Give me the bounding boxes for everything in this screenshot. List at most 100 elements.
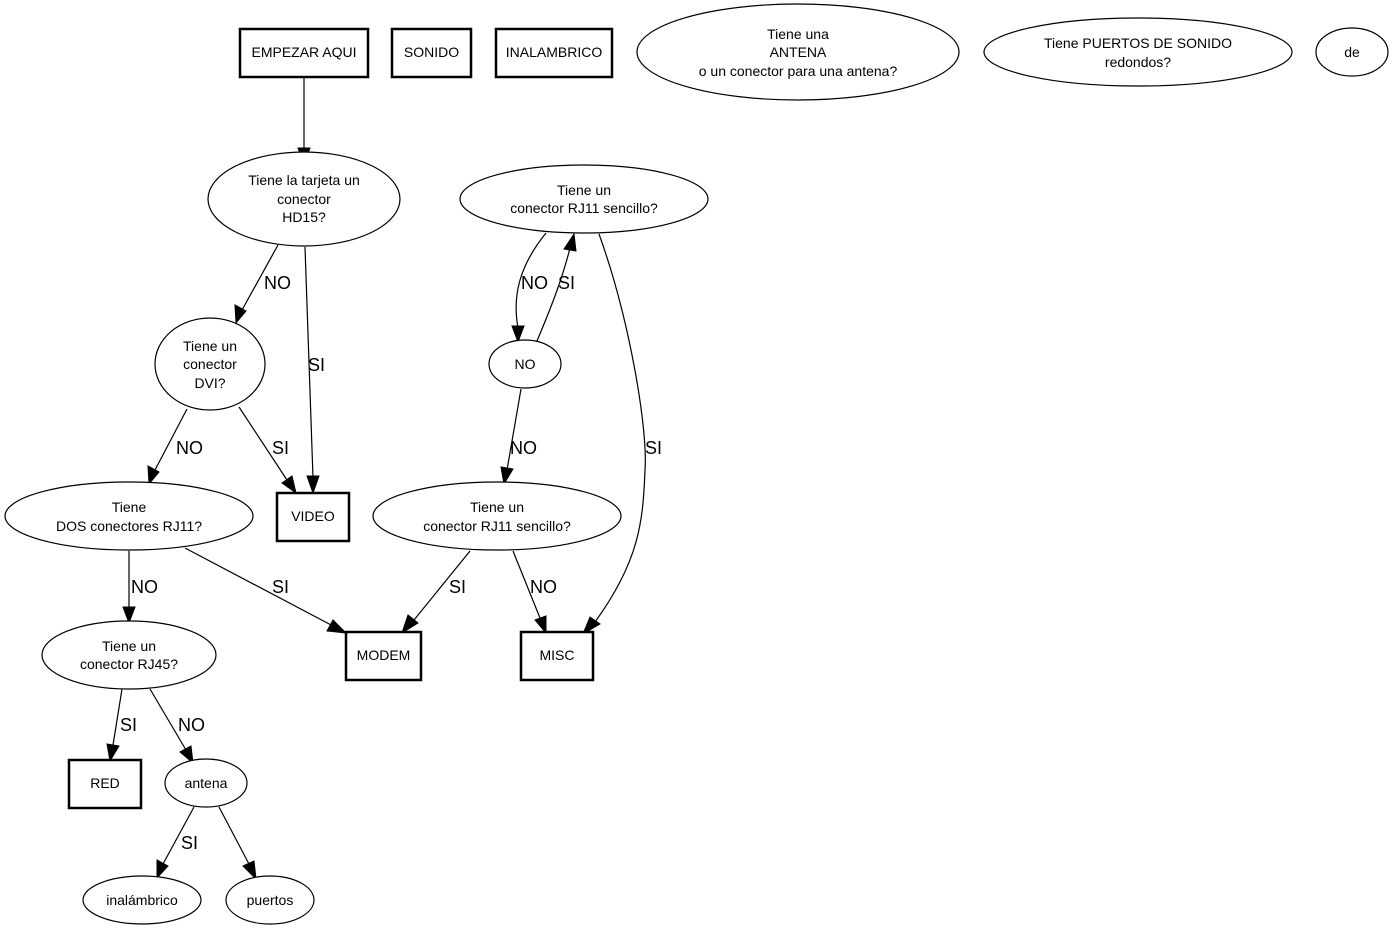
node-sonido[interactable]: SONIDO (390, 27, 473, 79)
node-video[interactable]: VIDEO (275, 491, 351, 543)
node-misc[interactable]: MISC (519, 630, 595, 682)
node-q-puertos[interactable]: Tiene PUERTOS DE SONIDO redondos? (983, 17, 1293, 87)
edge-label-dos-rj11-modem: SI (272, 577, 289, 597)
node-label: ANTENA (770, 44, 827, 60)
edge-antena-to-puertos (218, 806, 250, 865)
node-de[interactable]: de (1315, 27, 1389, 77)
node-q-dos-rj11[interactable]: Tiene DOS conectores RJ11? (4, 481, 254, 551)
arrowhead (563, 232, 577, 252)
edge-label-no-rj11-top: SI (558, 273, 575, 293)
node-label: INALAMBRICO (506, 44, 603, 60)
arrowhead (401, 614, 419, 635)
arrowhead (534, 615, 547, 635)
edge-antena-to-inalambrico (162, 806, 195, 865)
node-label: VIDEO (291, 508, 335, 524)
arrowhead (306, 475, 320, 495)
node-label: puertos (247, 892, 294, 908)
node-start[interactable]: EMPEZAR AQUI (238, 27, 370, 79)
node-label: antena (185, 775, 228, 791)
arrowhead (242, 860, 257, 881)
node-puertos[interactable]: puertos (225, 875, 315, 925)
node-label: MISC (540, 647, 575, 663)
node-label: Tiene un (102, 638, 156, 654)
node-label: Tiene (112, 499, 147, 515)
node-q-antena[interactable]: Tiene una ANTENA o un conector para una … (636, 3, 960, 101)
node-q-hd15[interactable]: Tiene la tarjeta un conector HD15? (207, 151, 401, 247)
arrowhead (156, 859, 169, 880)
edge-no-to-rj11-top (536, 247, 571, 342)
edge-rj45-to-antena (149, 688, 187, 751)
arrowhead (122, 606, 136, 625)
node-inalambrico-box[interactable]: INALAMBRICO (494, 27, 614, 79)
node-label: conector RJ11 sencillo? (423, 518, 571, 534)
arrowhead (234, 304, 247, 325)
edge-dvi-to-video (238, 406, 288, 481)
edge-label-rj11-mid-modem: SI (449, 577, 466, 597)
edge-hd15-to-dvi (241, 244, 279, 311)
node-label: Tiene PUERTOS DE SONIDO (1044, 35, 1232, 51)
node-label: conector (183, 356, 237, 372)
node-label: inalámbrico (106, 892, 178, 908)
node-q-rj45[interactable]: Tiene un conector RJ45? (41, 620, 217, 690)
edge-label-antena-inalambrico: SI (181, 833, 198, 853)
edge-rj11-top-to-misc (594, 233, 646, 623)
edge-rj45-to-red (112, 688, 123, 746)
arrowhead (106, 743, 120, 763)
node-label: Tiene un (183, 338, 237, 354)
edge-rj11-top-to-no (515, 232, 547, 329)
node-red[interactable]: RED (67, 758, 143, 810)
edge-label-rj45-red: SI (120, 715, 137, 735)
edge-hd15-to-video (304, 246, 314, 479)
node-label: HD15? (282, 209, 326, 225)
edge-label-hd15-video: SI (308, 355, 325, 375)
edge-dvi-to-dos-rj11 (154, 408, 188, 471)
node-q-dvi[interactable]: Tiene un conector DVI? (154, 317, 266, 411)
node-label: Tiene la tarjeta un (248, 172, 360, 188)
nodes: EMPEZAR AQUI SONIDO INALAMBRICO Tiene un… (4, 3, 1389, 925)
node-label: conector RJ45? (80, 656, 178, 672)
node-q-rj11-mid[interactable]: Tiene un conector RJ11 sencillo? (372, 481, 622, 551)
node-no[interactable]: NO (488, 339, 562, 389)
arrowhead (179, 745, 194, 765)
edge-dos-rj11-to-modem (184, 547, 334, 627)
node-label: conector RJ11 sencillo? (510, 200, 658, 216)
arrowhead (281, 475, 297, 495)
edge-label-hd15-dvi: NO (264, 273, 291, 293)
node-inalambrico[interactable]: inalámbrico (82, 875, 202, 925)
edge-rj11-mid-to-modem (413, 550, 471, 621)
node-label: RED (90, 775, 120, 791)
edge-label-dos-rj11-rj45: NO (131, 577, 158, 597)
edge-label-dvi-video: SI (272, 438, 289, 458)
edge-label-rj11-top-misc: SI (645, 438, 662, 458)
node-antena[interactable]: antena (164, 758, 248, 808)
node-label: o un conector para una antena? (699, 63, 898, 79)
edge-label-rj11-mid-misc: NO (530, 577, 557, 597)
node-label: DOS conectores RJ11? (56, 518, 202, 534)
node-label: Tiene un (470, 499, 524, 515)
node-label: Tiene un (557, 182, 611, 198)
node-label: Tiene una (767, 26, 829, 42)
node-label: SONIDO (404, 44, 459, 60)
edge-label-rj45-antena: NO (178, 715, 205, 735)
node-label: conector (277, 191, 331, 207)
arrowhead (326, 619, 348, 634)
edge-label-no-rj11-mid: NO (510, 438, 537, 458)
node-q-rj11-top[interactable]: Tiene un conector RJ11 sencillo? (459, 164, 709, 234)
edge-rj11-mid-to-misc (512, 550, 541, 619)
node-label: NO (515, 356, 536, 372)
node-label: EMPEZAR AQUI (251, 44, 356, 60)
edge-label-rj11-top-no: NO (521, 273, 548, 293)
arrowhead (511, 325, 525, 344)
edges: NO SI NO SI NO SI NO SI SI (106, 78, 662, 881)
node-modem[interactable]: MODEM (344, 630, 423, 682)
node-label: DVI? (194, 375, 225, 391)
edge-no-to-rj11-mid (506, 388, 522, 471)
arrowhead (581, 616, 601, 636)
arrowhead (147, 465, 160, 486)
node-label: redondos? (1105, 54, 1171, 70)
edge-label-dvi-dos-rj11: NO (176, 438, 203, 458)
node-label: MODEM (357, 647, 411, 663)
node-label: de (1344, 44, 1360, 60)
arrowhead (500, 466, 514, 486)
